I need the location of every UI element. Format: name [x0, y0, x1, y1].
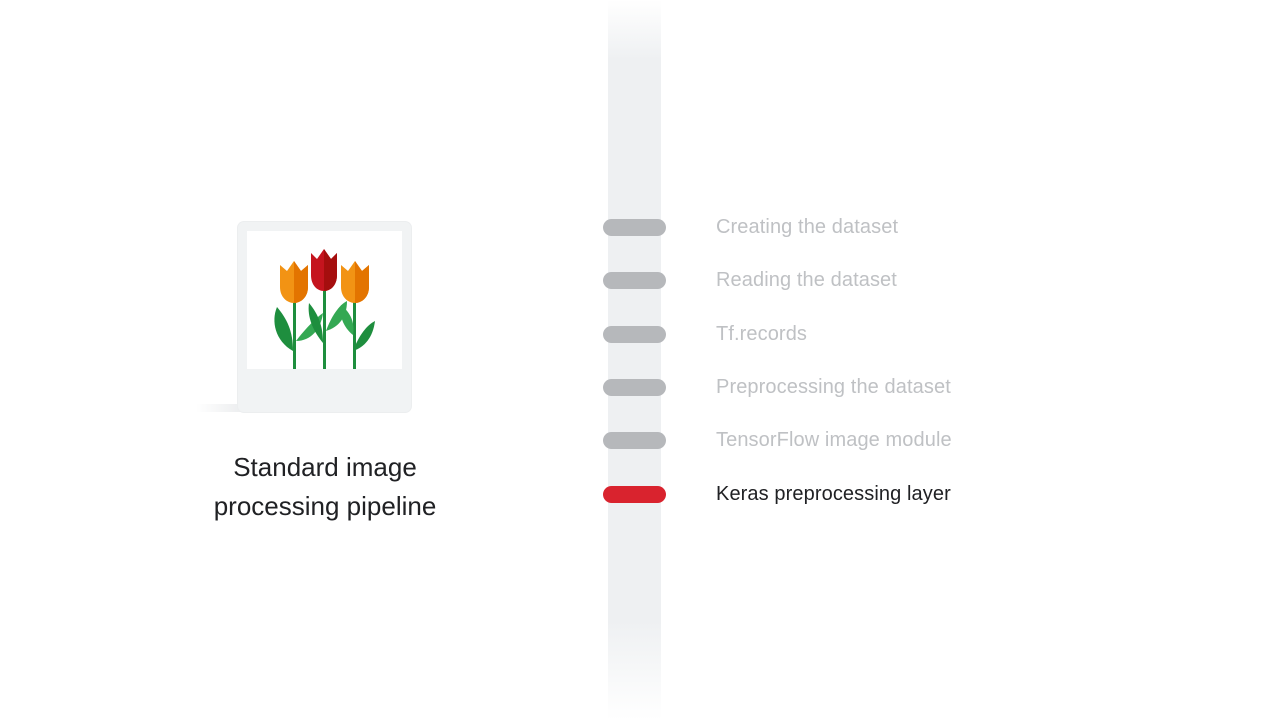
step-preprocessing-dataset: Preprocessing the dataset [603, 375, 1123, 398]
step-label: Reading the dataset [716, 268, 897, 291]
image-card [238, 222, 411, 412]
step-label: Tf.records [716, 322, 808, 345]
card-shadow [196, 404, 256, 412]
step-keras-preprocessing-layer: Keras preprocessing layer [603, 482, 1123, 505]
step-label: Creating the dataset [716, 215, 899, 238]
step-marker [603, 431, 666, 449]
step-marker [603, 378, 666, 396]
step-label: Keras preprocessing layer [716, 482, 951, 505]
step-marker [603, 271, 666, 289]
image-frame [247, 231, 402, 369]
step-label: Preprocessing the dataset [716, 375, 951, 398]
timeline-track [608, 0, 661, 720]
step-reading-dataset: Reading the dataset [603, 268, 1123, 291]
caption-line-2: processing pipeline [213, 491, 437, 521]
illustration-caption: Standard image processing pipeline [180, 448, 470, 526]
step-tfrecords: Tf.records [603, 322, 1123, 345]
step-label: TensorFlow image module [716, 428, 952, 451]
step-tensorflow-image-module: TensorFlow image module [603, 428, 1123, 451]
step-creating-dataset: Creating the dataset [603, 215, 1123, 238]
tulips-icon [274, 249, 375, 369]
step-marker [603, 218, 666, 236]
step-marker-active [603, 485, 666, 503]
caption-line-1: Standard image [233, 452, 417, 482]
step-marker [603, 325, 666, 343]
